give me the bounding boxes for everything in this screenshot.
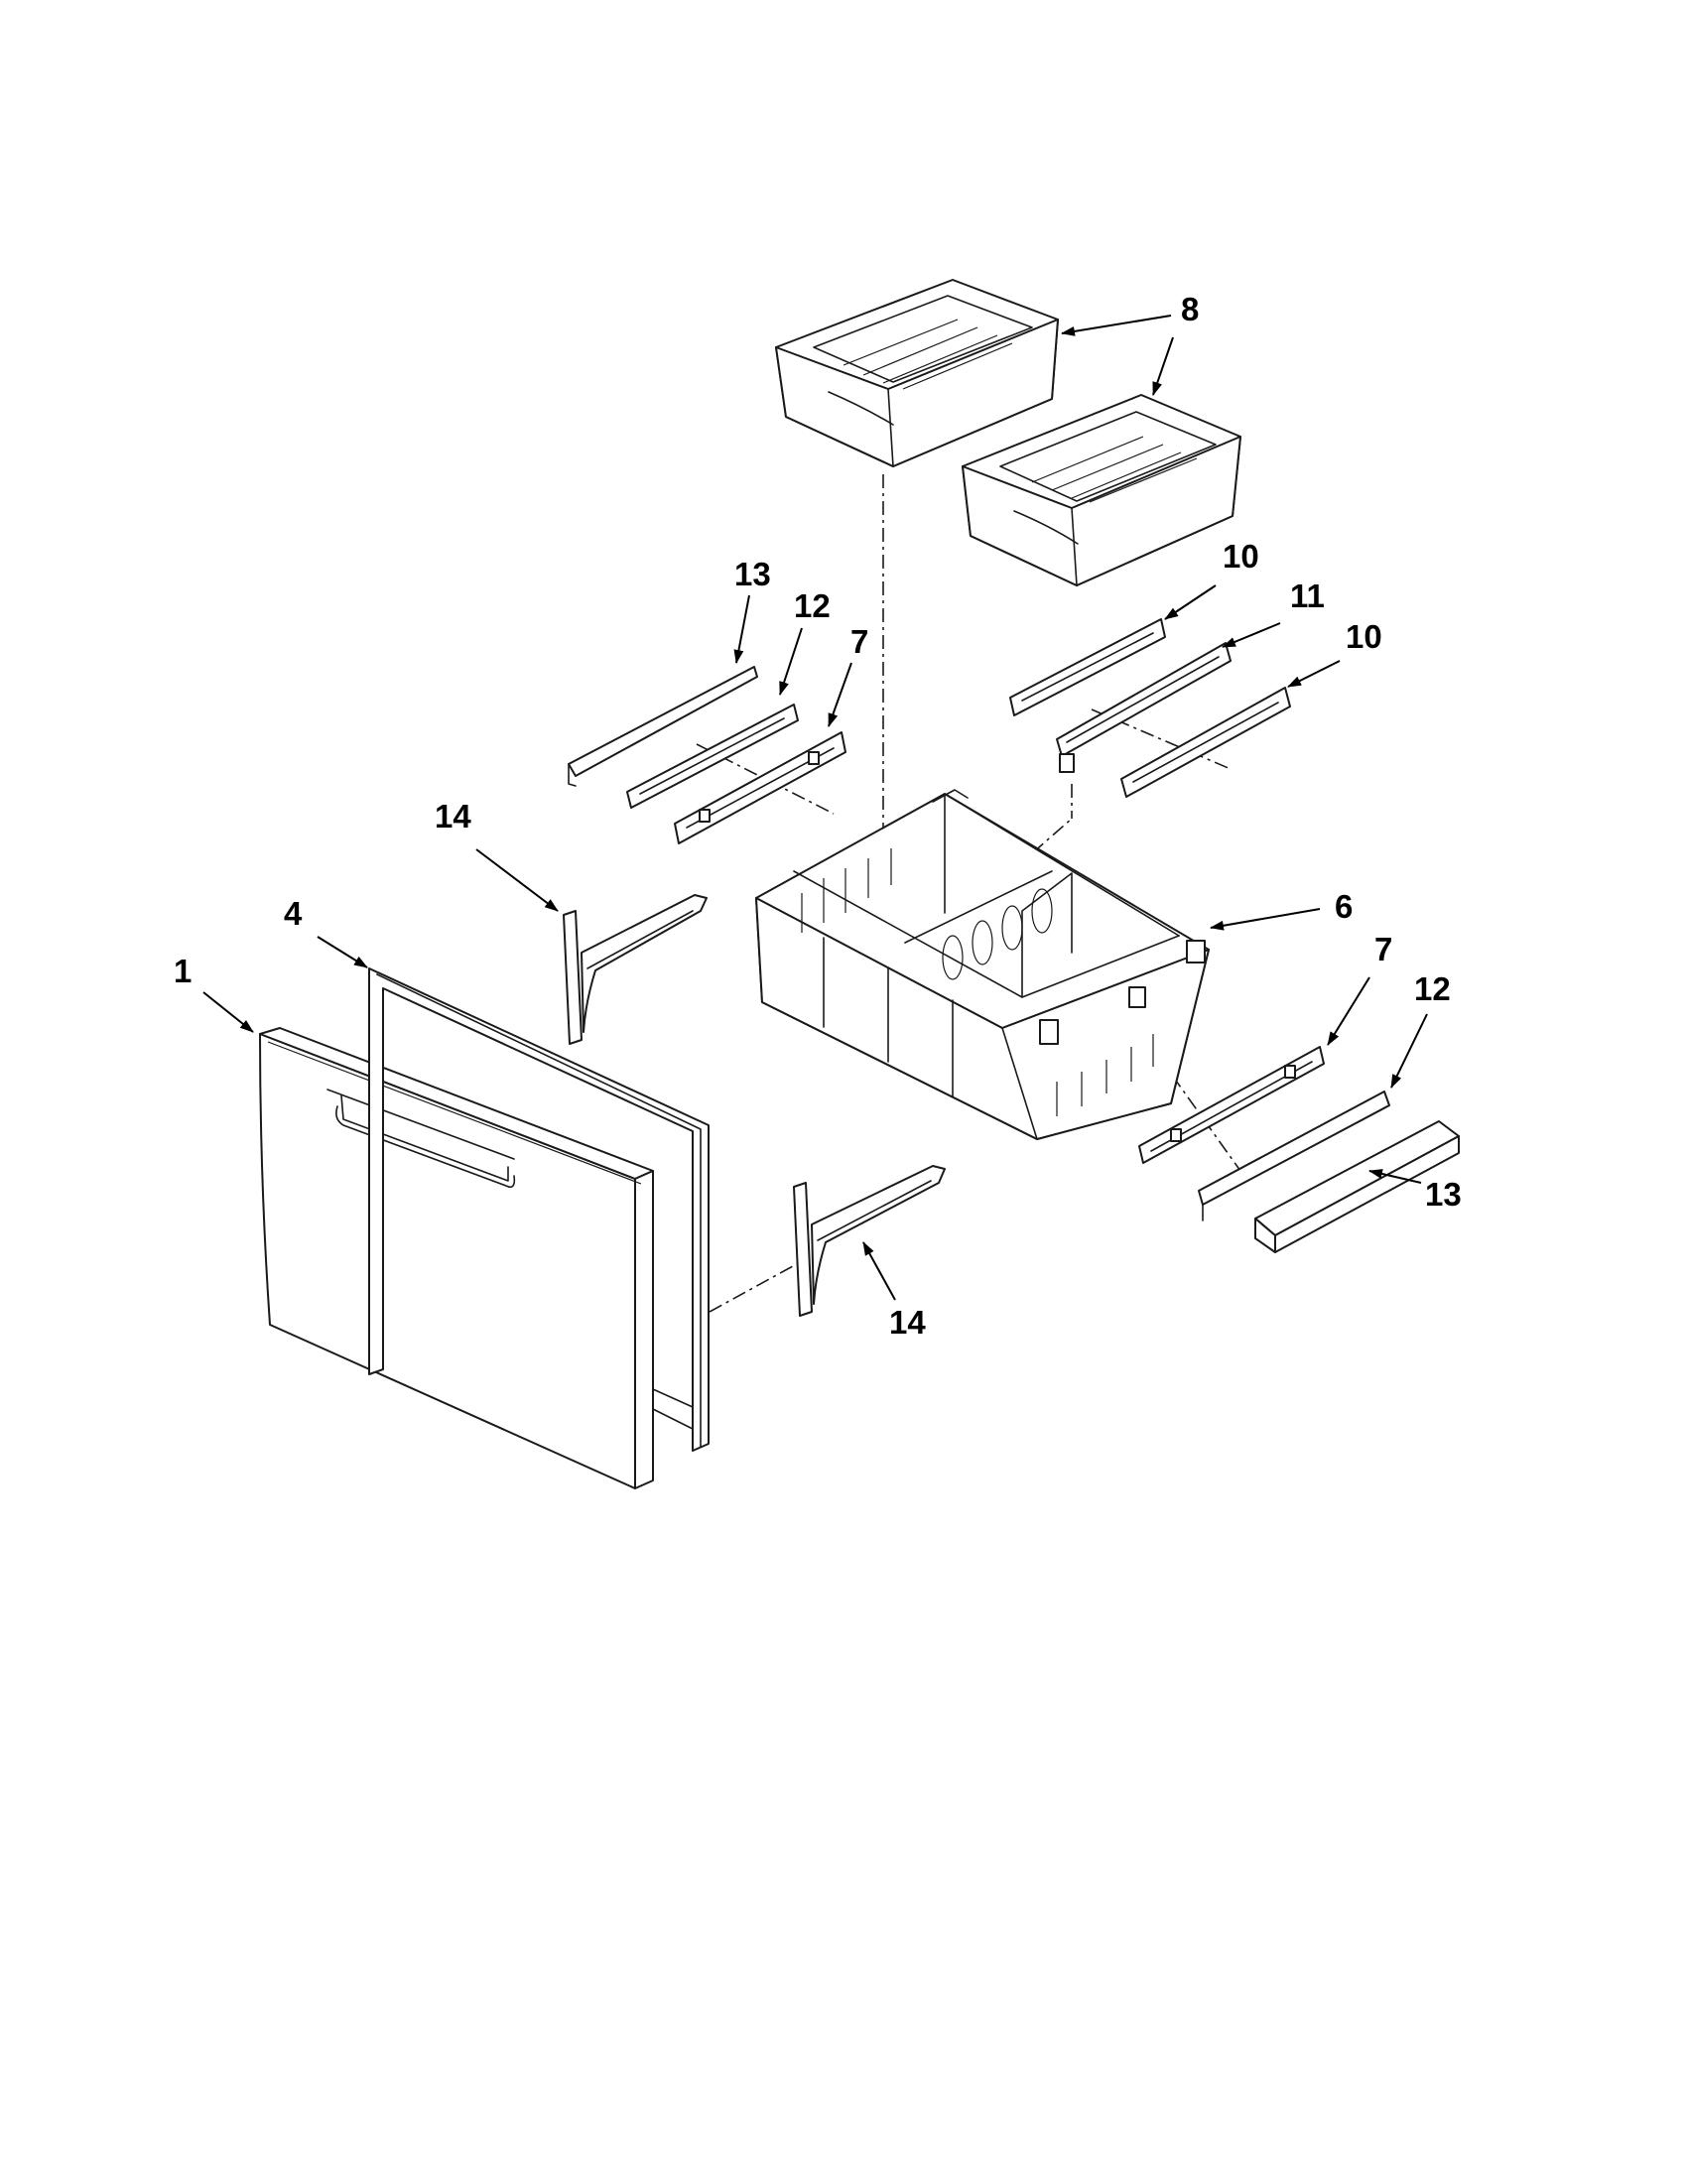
slide-bracket-upper [563, 894, 708, 1045]
callout-leaders [202, 315, 1428, 1301]
slide-upper-left [674, 731, 846, 844]
main-basket [755, 789, 1210, 1140]
callout-13-lower: 13 [1425, 1176, 1462, 1213]
callout-13-upper: 13 [734, 556, 771, 592]
crisper-slide-center [1056, 642, 1232, 773]
upper-crisper-right [962, 394, 1241, 586]
callout-labels: 8 10 11 10 13 12 7 14 4 1 6 7 12 13 14 [174, 291, 1462, 1341]
drawer-front-panel [259, 1027, 654, 1489]
slide-bracket-lower [793, 1165, 946, 1317]
callout-8: 8 [1181, 291, 1199, 327]
crisper-slide-upper-right-a [1009, 618, 1166, 716]
upper-crisper-left [775, 279, 1059, 467]
callout-6: 6 [1335, 888, 1353, 925]
crisper-slide-upper-right-b [1120, 687, 1291, 798]
slide-lower-right [1138, 1046, 1325, 1164]
slide-rail-lower-right [1198, 1091, 1390, 1221]
callout-7-upper: 7 [850, 623, 868, 660]
callout-14-lower: 14 [889, 1304, 926, 1341]
callout-1: 1 [174, 953, 192, 989]
slide-cover-lower-right [1254, 1120, 1460, 1253]
callout-12-upper: 12 [794, 587, 831, 624]
callout-12-lower: 12 [1414, 970, 1451, 1007]
callout-14-upper: 14 [435, 798, 471, 835]
slide-cover-upper-left [568, 666, 758, 787]
slide-rail-upper-left [626, 704, 799, 809]
gasket [368, 967, 710, 1452]
callout-7-lower: 7 [1374, 931, 1392, 967]
callout-10-right: 10 [1346, 618, 1382, 655]
callout-11: 11 [1290, 578, 1325, 614]
callout-4: 4 [284, 895, 303, 932]
callout-10-top: 10 [1223, 538, 1259, 575]
